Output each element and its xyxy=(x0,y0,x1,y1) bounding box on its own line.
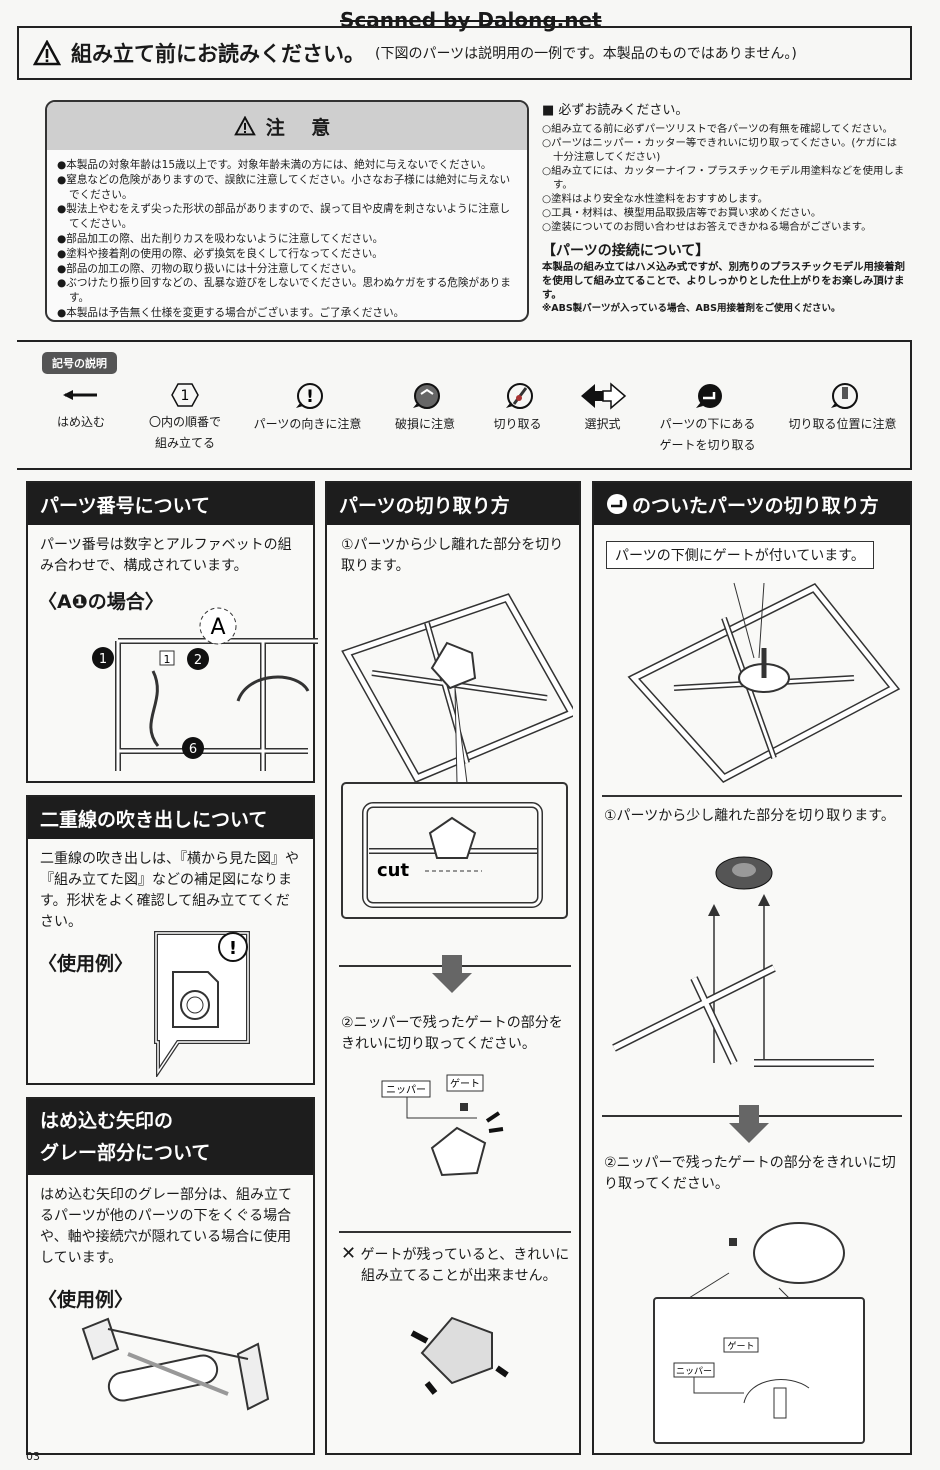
caution-item: ●部品加工の際、出た削りカスを吸わないように注意してください。 xyxy=(57,232,384,245)
arrow-left-icon xyxy=(63,390,97,400)
svg-text:ニッパー: ニッパー xyxy=(676,1366,712,1377)
note-item: ○組み立てる前に必ずパーツリストで各パーツの有無を確認してください。 xyxy=(542,123,893,135)
section-title: 二重線の吹き出しについて xyxy=(28,797,313,839)
section-title: はめ込む矢印の グレー部分について xyxy=(28,1099,313,1175)
note-item: ○工具・材料は、模型用品取扱店等でお買い求めください。 xyxy=(542,207,822,219)
x-mark-icon: ✕ xyxy=(341,1243,357,1264)
note-item: ○組み立てには、カッターナイフ・プラスチックモデル用塗料などを使用します。 xyxy=(542,165,905,191)
symbol-item: パーツの下にある ゲートを切り取る xyxy=(650,382,765,456)
symbol-legend xyxy=(17,340,912,470)
svg-text:!: ! xyxy=(306,387,314,407)
caution-box: 注 意 ●本製品の対象年齢は15歳以上です。対象年齢未満の方には、絶対に与えない… xyxy=(45,100,529,322)
connection-title: 【パーツの接続について】 xyxy=(542,243,710,259)
runner-diagram: A 1 2 6 1 xyxy=(92,607,318,771)
section-text: はめ込む矢印のグレー部分は、組み立てるパーツが他のパーツの下をくぐる場合や、軸や… xyxy=(40,1187,292,1266)
svg-text:1: 1 xyxy=(164,653,171,666)
breakage-icon xyxy=(413,383,440,409)
cutting-diagram: cut xyxy=(341,593,573,919)
caution-item: ●製法上やむをえず尖った形状の部品がありますので、誤って目や皮膚を刺さないように… xyxy=(57,203,511,231)
svg-text:A: A xyxy=(210,615,225,640)
hexagon-number-icon: 1 xyxy=(171,383,199,407)
gate-cut-diagram xyxy=(612,856,874,1067)
callout: パーツの下側にゲートが付いています。 xyxy=(606,541,874,569)
choice-arrows-icon xyxy=(580,382,626,410)
example-label: 〈A❶の場合〉 xyxy=(38,591,164,613)
section-gray-arrow: はめ込む矢印の グレー部分について はめ込む矢印のグレー部分は、組み立てるパーツ… xyxy=(26,1097,315,1455)
under-gate-icon xyxy=(607,494,627,514)
svg-text:ニッパー: ニッパー xyxy=(386,1084,426,1096)
gate-runner-diagram xyxy=(627,582,901,783)
section-double-line-balloon: 二重線の吹き出しについて 二重線の吹き出しは、『横から見た図』や『組み立てた図』… xyxy=(26,795,315,1085)
symbol-item: !パーツの向きに注意 xyxy=(245,382,370,435)
header-title: 組み立て前にお読みください。 xyxy=(71,42,365,66)
note-item: ○塗装についてのお問い合わせはお答えできかねる場合がございます。 xyxy=(542,221,872,233)
note-item: ○パーツはニッパー・カッター等できれいに切り取ってください。(ケガには十分注意し… xyxy=(542,137,897,163)
caution-item: ●ぶつけたり振り回すなどの、乱暴な遊びをしないでください。思わぬケガをする危険が… xyxy=(57,277,511,305)
caution-item: ●塗料や接着剤の使用の際、必ず換気を良くして行なってください。 xyxy=(57,247,383,260)
notes: ■ 必ずお読みください。 ○組み立てる前に必ずパーツリストで各パーツの有無を確認… xyxy=(542,104,907,316)
gate-nipper-diagram: ニッパー ゲート xyxy=(653,1222,865,1444)
caution-item: ●窒息などの危険がありますので、誤飲に注意してください。小さなお子様には絶対に与… xyxy=(57,173,511,201)
svg-text:!: ! xyxy=(229,938,237,959)
section-title: パーツ番号について xyxy=(28,483,313,525)
section-title: のついたパーツの切り取り方 xyxy=(632,494,879,517)
notes-heading: ■ 必ずお読みください。 xyxy=(542,103,689,118)
connection-text: 本製品の組み立てはハメ込み式ですが、別売りのプラスチックモデル用接着剤を使用して… xyxy=(542,261,906,301)
note-item: ○塗料はより安全な水性塗料をおすすめします。 xyxy=(542,193,769,205)
section-text: パーツ番号は数字とアルファベットの組み合わせで、構成されています。 xyxy=(40,537,292,574)
symbol-legend-title: 記号の説明 xyxy=(42,352,117,374)
symbol-item: 切り取る位置に注意 xyxy=(780,382,905,435)
watermark: Scanned by Dalong.net xyxy=(340,8,602,32)
section-under-gate-cutting: のついたパーツの切り取り方 パーツの下側にゲートが付いています。 ①パーツから少… xyxy=(592,481,912,1455)
symbol-item: はめ込む xyxy=(50,382,112,433)
balloon-diagram: ! xyxy=(154,931,250,1077)
svg-text:2: 2 xyxy=(194,653,202,668)
abs-note: ※ABS製パーツが入っている場合、ABS用接着剤をご使用ください。 xyxy=(542,303,841,314)
svg-text:ゲート: ゲート xyxy=(727,1340,754,1352)
exclamation-icon: ! xyxy=(295,383,323,409)
section-part-numbers: パーツ番号について パーツ番号は数字とアルファベットの組み合わせで、構成されてい… xyxy=(26,481,318,783)
symbol-item: 選択式 xyxy=(570,382,635,435)
section-text: 二重線の吹き出しは、『横から見た図』や『組み立てた図』などの補足図になります。形… xyxy=(40,851,299,930)
caution-item: ●本製品は予告無く仕様を変更する場合がございます。ご了承ください。 xyxy=(57,306,405,319)
step-2-text: ②ニッパーで残ったゲートの部分をきれいに切り取ってください。 xyxy=(341,1015,563,1052)
down-arrow-icon xyxy=(729,1105,769,1143)
section-title: パーツの切り取り方 xyxy=(327,483,579,525)
svg-text:1: 1 xyxy=(99,652,107,667)
step-1-text: ①パーツから少し離れた部分を切り取ります。 xyxy=(604,808,895,824)
step-2-text: ②ニッパーで残ったゲートの部分をきれいに切り取ってください。 xyxy=(604,1155,896,1192)
step-1-text: ①パーツから少し離れた部分を切り取ります。 xyxy=(341,537,564,574)
bad-gate-diagram xyxy=(410,1316,509,1395)
symbol-item: 切り取る xyxy=(480,382,555,435)
down-arrow-icon xyxy=(432,955,472,993)
caution-item: ●本製品の対象年齢は15歳以上です。対象年齢未満の方には、絶対に与えないでくださ… xyxy=(57,159,492,171)
svg-text:6: 6 xyxy=(189,742,197,757)
symbol-item: 破損に注意 xyxy=(385,382,465,435)
svg-text:ゲート: ゲート xyxy=(450,1078,480,1090)
svg-text:cut: cut xyxy=(377,860,409,881)
page-number: 03 xyxy=(26,1450,40,1463)
caution-title: 注 意 xyxy=(265,116,341,139)
warning-text: ✕ ゲートが残っていると、きれいに組み立てることが出来ません。 xyxy=(341,1243,570,1284)
header-subtitle: (下図のパーツは説明用の一例です。本製品のものではありません。) xyxy=(375,46,797,62)
under-gate-icon xyxy=(695,384,722,408)
cut-position-icon xyxy=(830,383,858,409)
svg-text:1: 1 xyxy=(181,388,190,404)
section-cutting-parts: パーツの切り取り方 ①パーツから少し離れた部分を切り取ります。 cut ②ニッパ… xyxy=(325,481,581,1455)
gray-arrow-diagram xyxy=(81,1317,270,1411)
cut-icon xyxy=(505,383,533,409)
example-label: 〈使用例〉 xyxy=(38,953,134,975)
caution-item: ●部品の加工の際、刃物の取り扱いには十分注意してください。 xyxy=(57,262,363,275)
warning-icon xyxy=(233,116,256,136)
example-label: 〈使用例〉 xyxy=(38,1289,134,1311)
nipper-diagram: ニッパー ゲート xyxy=(381,1074,504,1177)
warning-icon xyxy=(33,40,61,66)
header-bar: 組み立て前にお読みください。 (下図のパーツは説明用の一例です。本製品のものでは… xyxy=(17,26,912,80)
